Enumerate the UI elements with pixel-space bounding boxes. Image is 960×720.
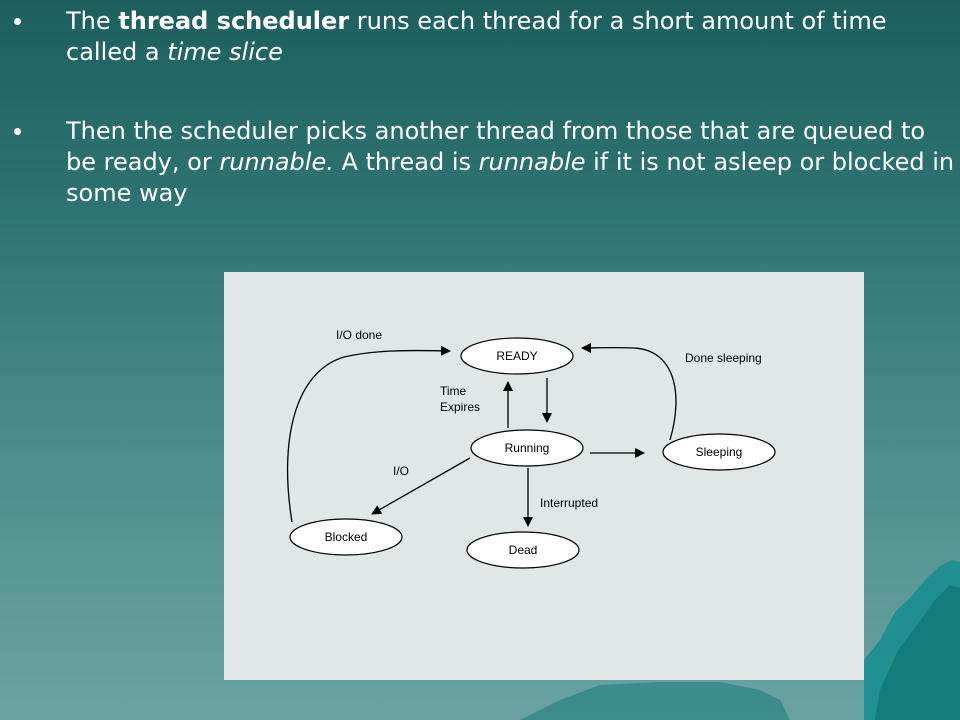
state-dead <box>466 531 580 569</box>
edge-io <box>371 457 471 515</box>
state-running-label: Running <box>505 441 550 455</box>
edge-io-done <box>286 345 451 523</box>
label-io: I/O <box>393 464 409 478</box>
bullet-dot-icon <box>14 18 21 25</box>
state-running <box>470 429 584 467</box>
label-expires: Expires <box>440 400 480 414</box>
state-ready-label: READY <box>496 349 537 363</box>
label-interrupted: Interrupted <box>540 496 598 510</box>
state-sleeping <box>662 433 776 471</box>
italic-term: runnable. <box>219 148 334 176</box>
bold-term: thread scheduler <box>118 7 350 35</box>
bullet-text: The thread scheduler runs each thread fo… <box>66 7 887 66</box>
italic-term: time slice <box>167 38 283 66</box>
thread-state-diagram: READY Running Sleeping Blocked Dead I/O … <box>224 272 864 680</box>
edge-done-sleeping <box>581 342 677 441</box>
label-time: Time <box>440 384 467 398</box>
label-done-sleeping: Done sleeping <box>685 351 762 365</box>
state-blocked-label: Blocked <box>325 530 368 544</box>
label-io-done: I/O done <box>336 328 382 342</box>
state-ready <box>460 337 574 375</box>
state-dead-label: Dead <box>509 543 538 557</box>
bullet-dot-icon <box>14 128 21 135</box>
italic-term: runnable <box>478 148 586 176</box>
state-sleeping-label: Sleeping <box>696 445 743 459</box>
bullet-text: Then the scheduler picks another thread … <box>66 117 955 207</box>
state-blocked <box>289 518 403 556</box>
